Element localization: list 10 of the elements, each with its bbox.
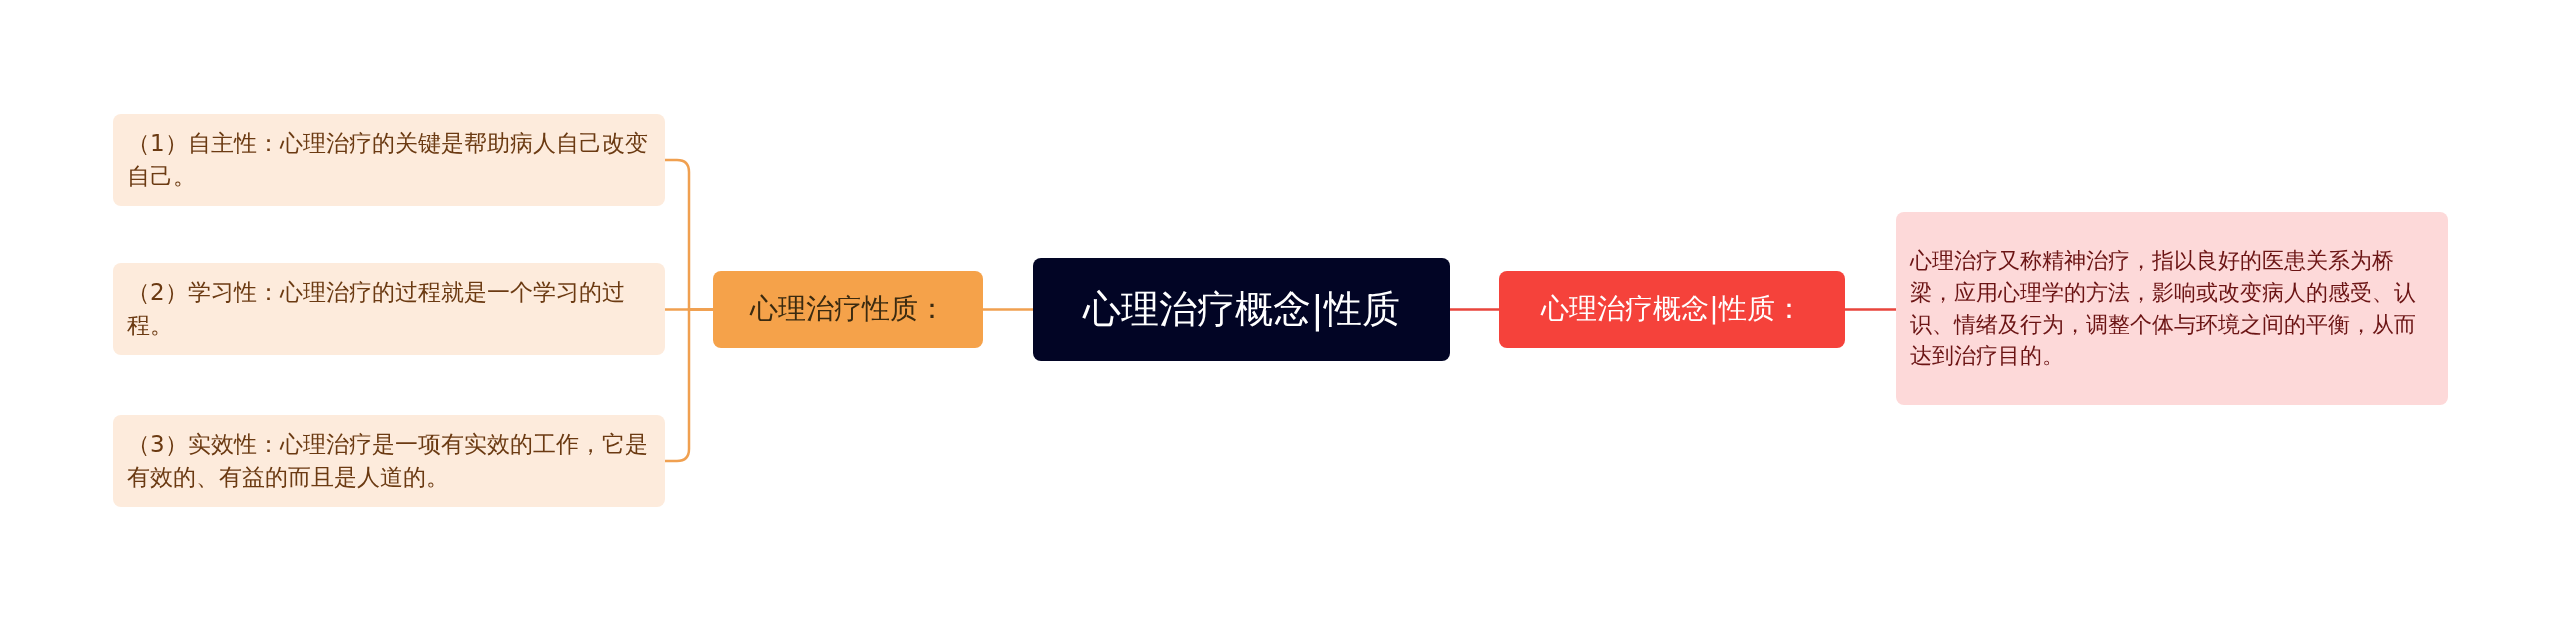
branch-topic: 心理治疗性质： <box>713 271 983 348</box>
connector-line <box>1845 308 1896 311</box>
connector-line <box>983 308 1033 311</box>
leaf-topic: 心理治疗又称精神治疗，指以良好的医患关系为桥梁，应用心理学的方法，影响或改变病人的感受、认识、情绪及行为，调整个体与环境之间的平衡，从而达到治疗目的。 <box>1896 212 2448 405</box>
leaf-topic: （3）实效性：心理治疗是一项有实效的工作，它是有效的、有益的而且是人道的。 <box>113 415 665 507</box>
branch-topic: 心理治疗概念|性质： <box>1499 271 1845 348</box>
connector-line <box>1450 308 1499 311</box>
root-topic: 心理治疗概念|性质 <box>1033 258 1450 361</box>
leaf-topic: （1）自主性：心理治疗的关键是帮助病人自己改变自己。 <box>113 114 665 206</box>
leaf-topic: （2）学习性：心理治疗的过程就是一个学习的过程。 <box>113 263 665 355</box>
